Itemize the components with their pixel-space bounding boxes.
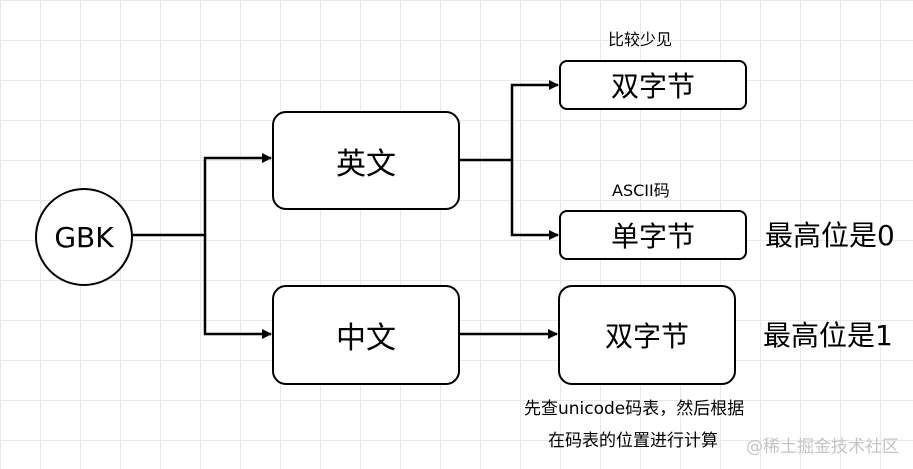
edge-gbk-chinese <box>203 235 272 339</box>
edge-english-single <box>510 160 559 240</box>
annotation-high-bit-0: 最高位是0 <box>765 219 895 252</box>
node-gbk-label: GBK <box>54 220 114 254</box>
edge-gbk-english <box>133 153 272 237</box>
annotation-ascii: ASCII码 <box>612 181 670 200</box>
node-english-single-byte-label: 单字节 <box>610 220 695 253</box>
node-chinese-double-byte-label: 双字节 <box>604 320 689 353</box>
node-english-double-byte-label: 双字节 <box>610 70 695 103</box>
node-english-label: 英文 <box>336 146 396 182</box>
watermark: @稀土掘金技术社区 <box>746 437 899 457</box>
node-chinese: 中文 <box>272 285 460 385</box>
node-english-single-byte: 单字节 <box>559 210 747 260</box>
annotation-lookup-line2: 在码表的位置进行计算 <box>548 431 718 451</box>
annotation-high-bit-1: 最高位是1 <box>763 319 893 352</box>
node-english: 英文 <box>272 111 460 210</box>
node-chinese-label: 中文 <box>336 321 396 356</box>
node-gbk: GBK <box>35 188 133 286</box>
node-chinese-double-byte: 双字节 <box>558 285 736 385</box>
node-english-double-byte: 双字节 <box>559 60 747 110</box>
annotation-rare: 比较少见 <box>608 30 673 49</box>
edge-english-double <box>460 80 559 162</box>
annotation-lookup-line1: 先查unicode码表，然后根据 <box>524 399 745 419</box>
